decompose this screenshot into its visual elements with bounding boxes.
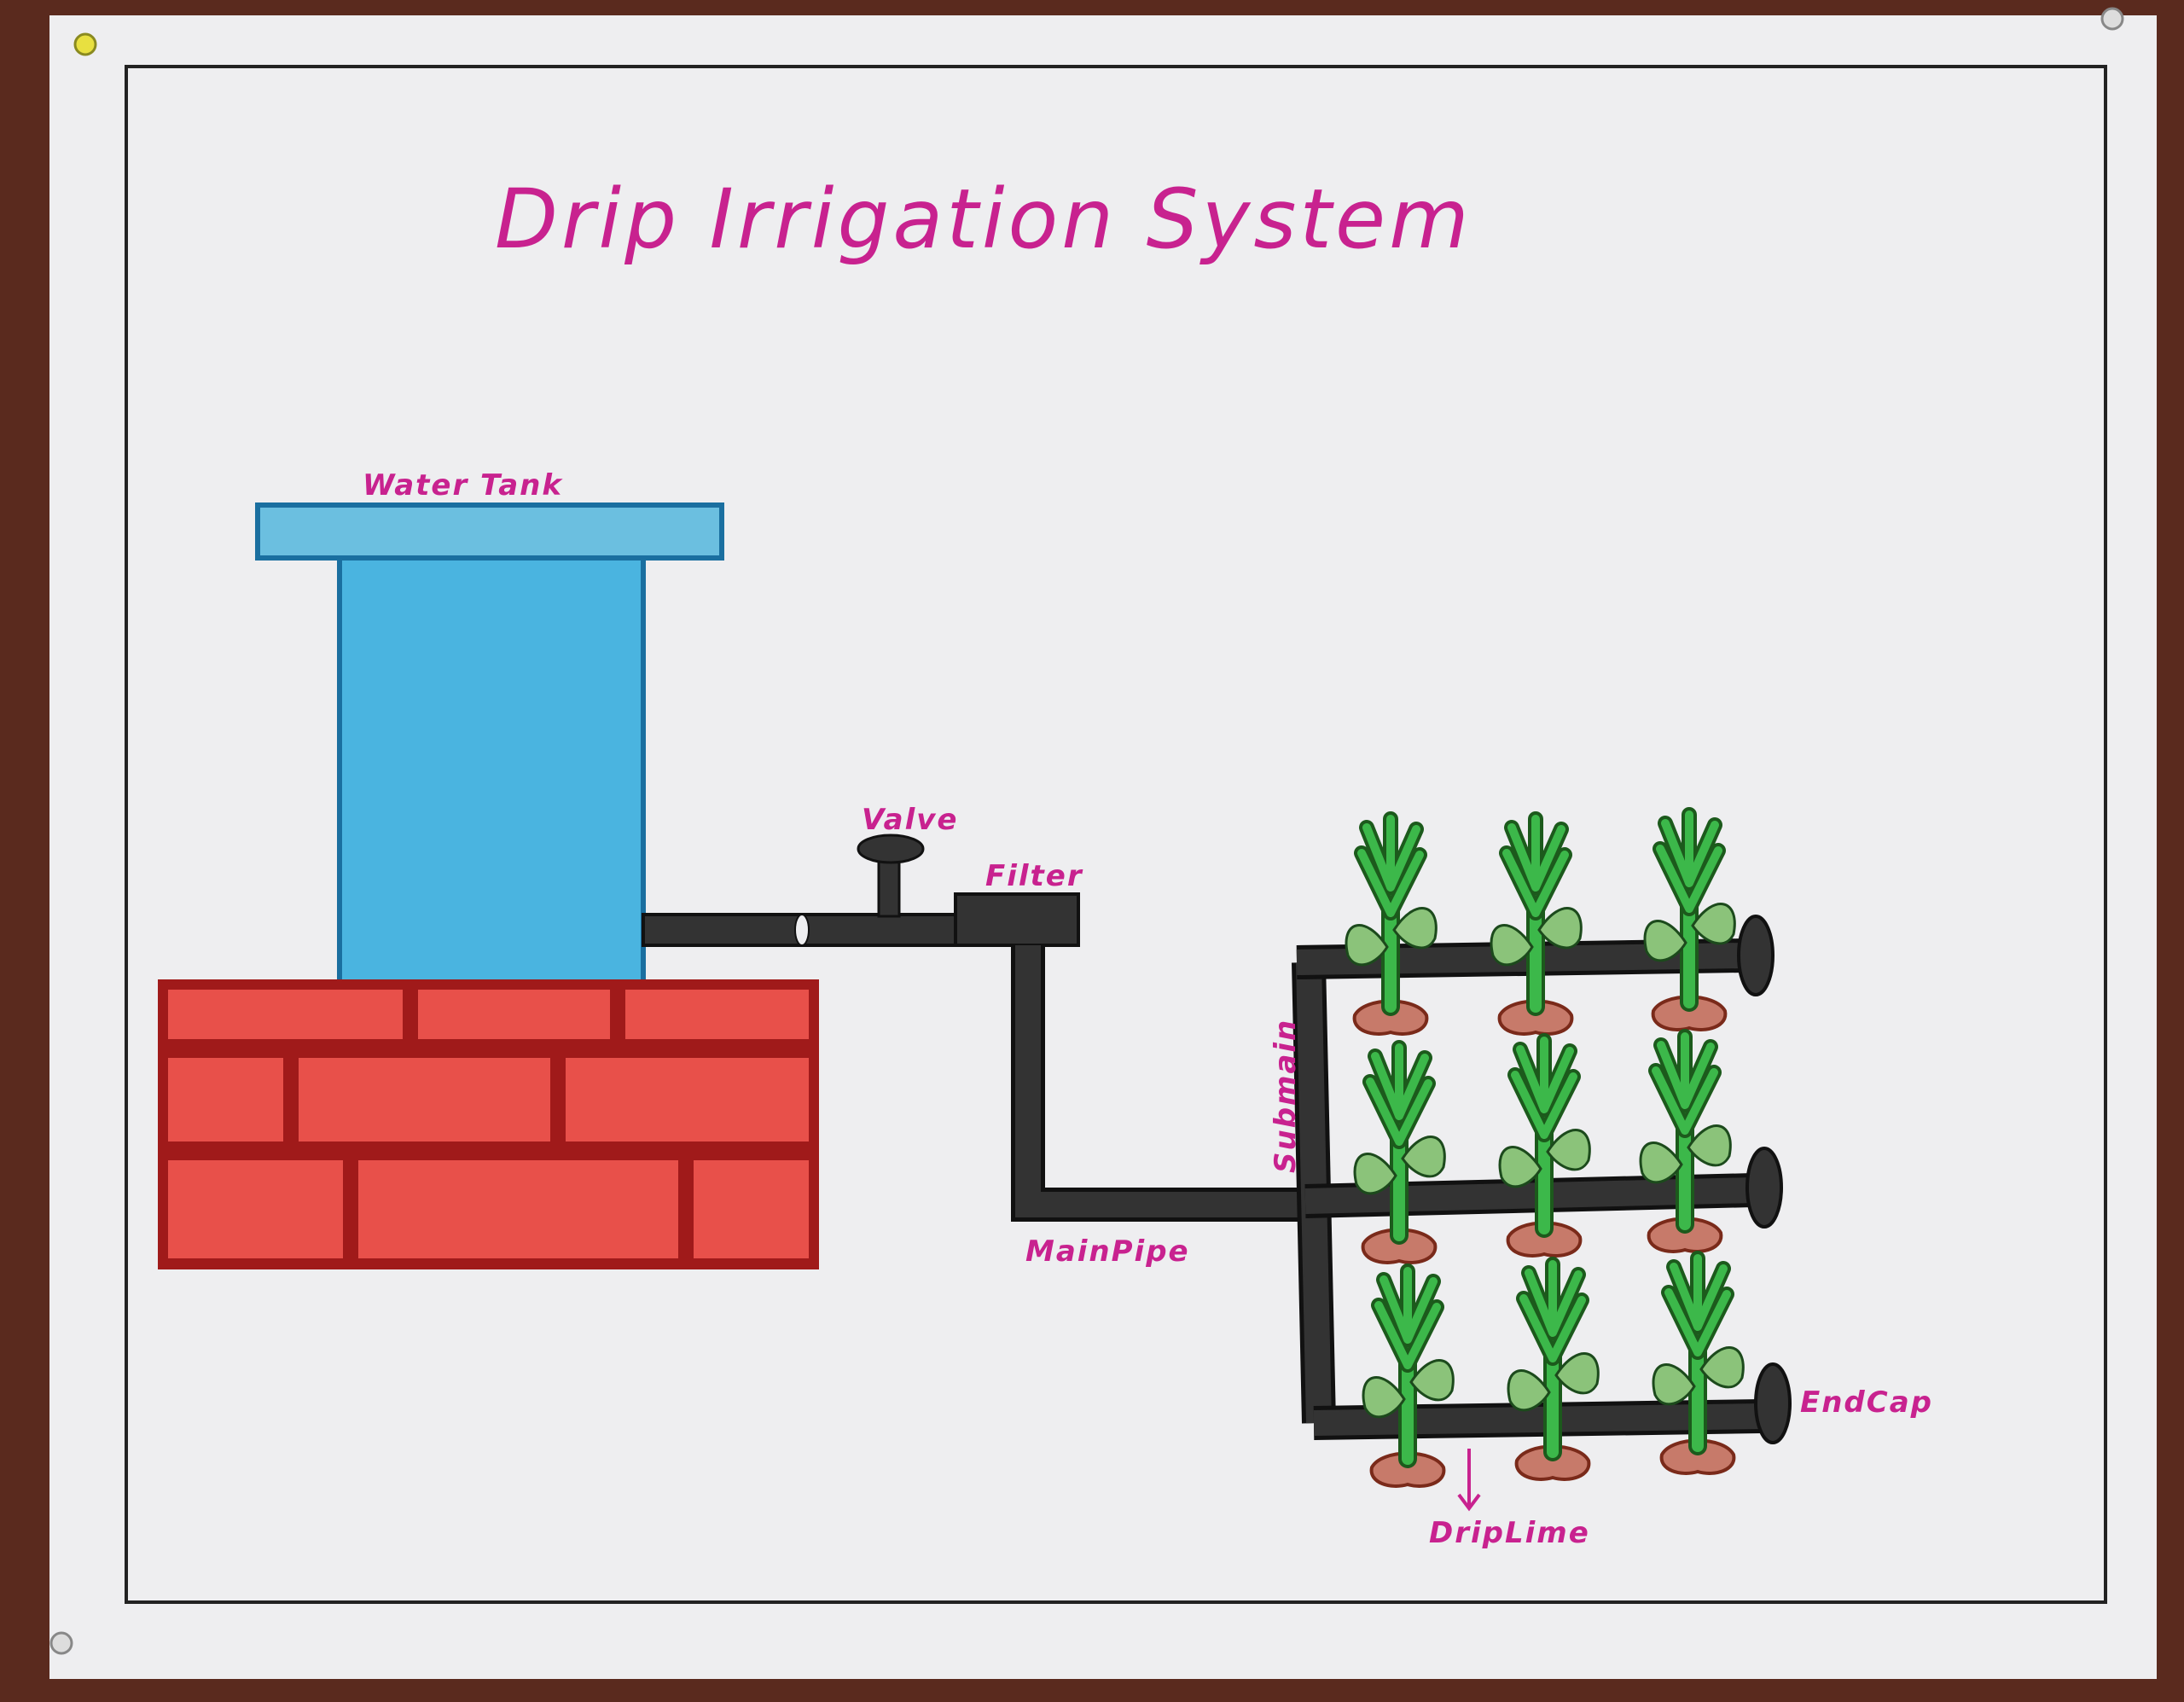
endcap — [1745, 1147, 1783, 1229]
water-tank — [337, 555, 646, 985]
label-dripline: DripLime — [1429, 1516, 1590, 1550]
label-valve: Valve — [862, 803, 959, 837]
border-frame — [125, 65, 2107, 1604]
brick-base — [158, 979, 819, 1269]
label-main-pipe: MainPipe — [1025, 1234, 1190, 1269]
pushpin-icon — [2100, 7, 2124, 31]
endcap — [1737, 915, 1774, 996]
dripline-arrow-icon — [1457, 1449, 1481, 1512]
valve — [857, 834, 925, 864]
pushpin-icon — [49, 1631, 73, 1655]
dripline-3 — [1313, 1362, 1792, 1444]
poster-title: Drip Irrigation System — [495, 171, 1472, 267]
label-submain: Submain — [1269, 1019, 1303, 1173]
tank-lid — [255, 502, 724, 561]
label-endcap: EndCap — [1800, 1385, 1933, 1420]
pushpin-icon — [73, 32, 97, 56]
endcap — [1754, 1362, 1792, 1444]
label-water-tank: Water Tank — [363, 468, 563, 502]
filter — [954, 892, 1080, 947]
label-filter: Filter — [985, 859, 1083, 893]
